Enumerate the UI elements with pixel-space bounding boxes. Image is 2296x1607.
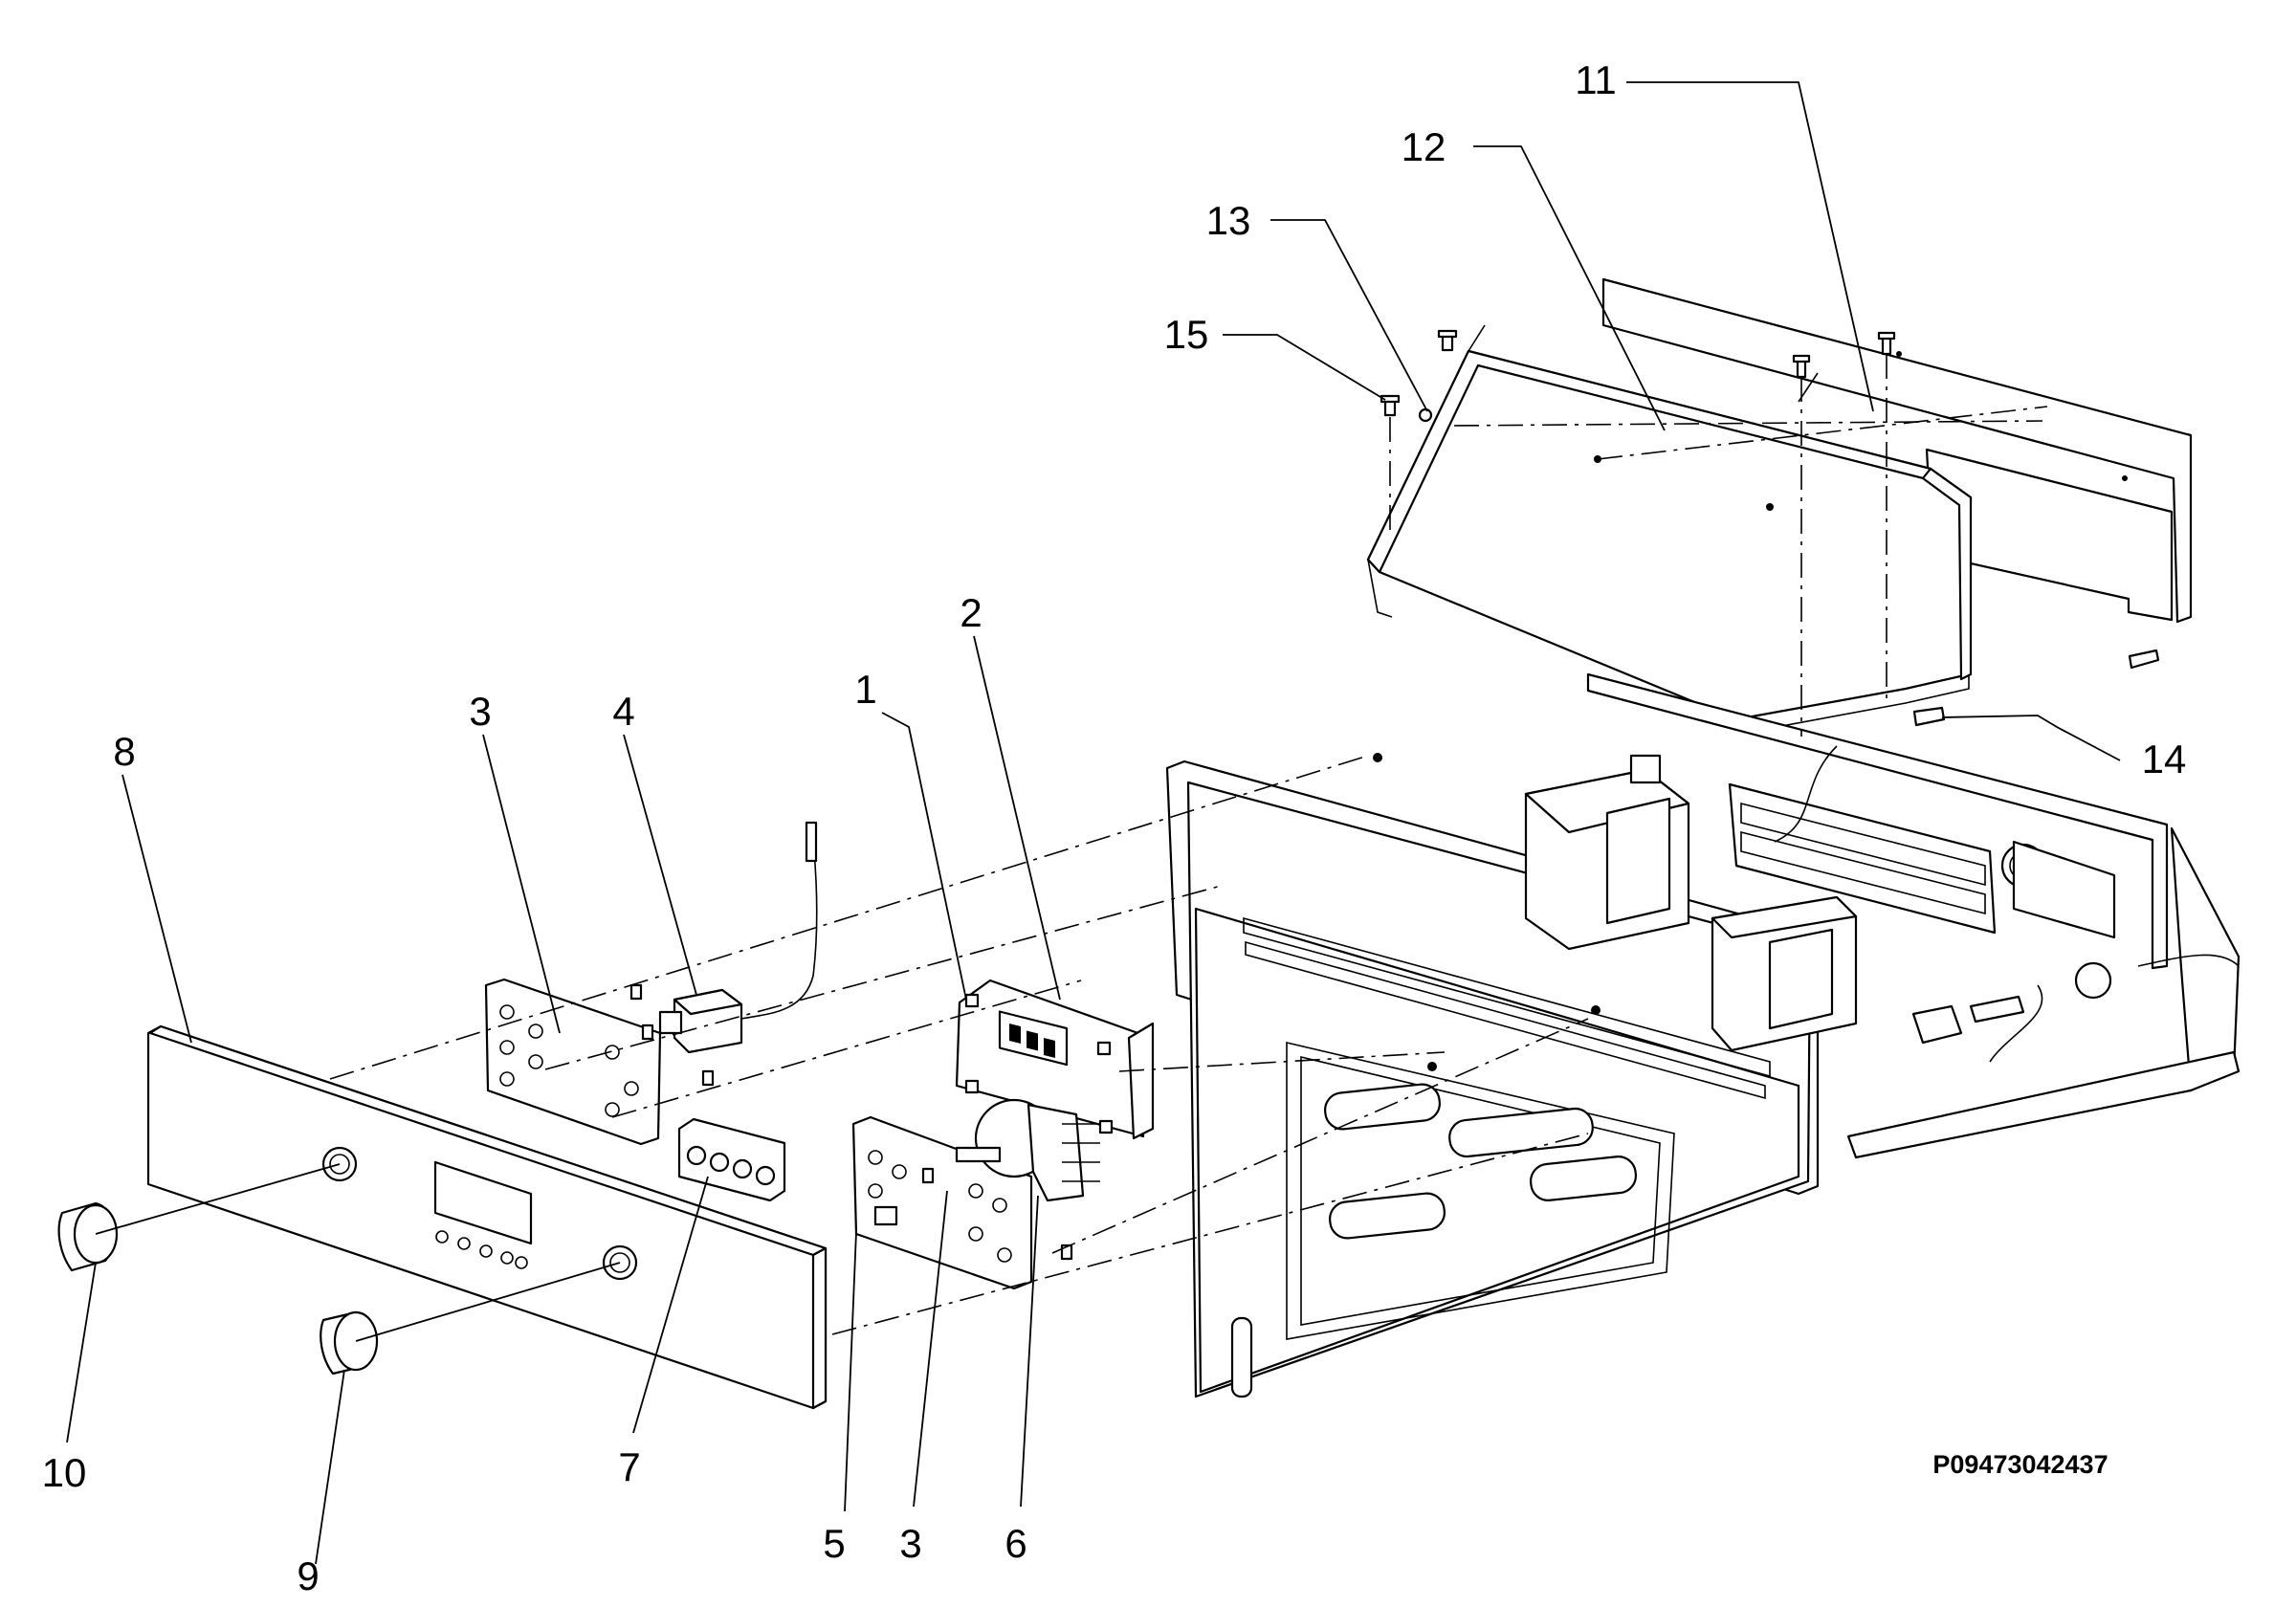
rear-panel	[1601, 277, 2193, 624]
callout-6: 6	[1004, 1521, 1027, 1566]
callout-1: 1	[854, 667, 876, 712]
oven-body	[1165, 672, 2241, 1398]
callout-13: 13	[1206, 198, 1251, 243]
callout-2: 2	[960, 590, 982, 635]
callout-4: 4	[612, 689, 634, 734]
callout-7: 7	[618, 1444, 640, 1489]
push-button-switch	[677, 1117, 786, 1202]
callout-9: 9	[297, 1553, 319, 1598]
clip-group	[1912, 649, 2160, 727]
screw-group-top	[1380, 329, 1896, 423]
electronic-control-board	[955, 979, 1155, 1140]
mounting-bracket-right	[851, 1115, 1073, 1290]
knob-left	[57, 1201, 119, 1272]
mounting-bracket-left	[484, 978, 715, 1146]
callout-14: 14	[2142, 737, 2187, 781]
drawing-code: P09473042437	[1932, 1450, 2108, 1479]
callout-12: 12	[1402, 124, 1446, 169]
callout-labels: 1 2 3 3 4 5 6 7 8 9 10 11 12 13 14 15	[42, 57, 2187, 1598]
assembly-lines	[329, 354, 2048, 1335]
callout-3-upper: 3	[469, 689, 491, 734]
callout-8: 8	[113, 729, 135, 774]
control-panel	[146, 1024, 828, 1410]
selector-switch	[955, 1098, 1100, 1202]
callout-5: 5	[823, 1521, 845, 1566]
knob-right	[320, 1310, 379, 1376]
thermostat	[658, 821, 818, 1054]
callout-11: 11	[1575, 57, 1617, 102]
callout-10: 10	[42, 1450, 87, 1495]
leader-lines	[66, 81, 2121, 1565]
callout-3-lower: 3	[899, 1521, 921, 1566]
callout-15: 15	[1164, 312, 1209, 357]
